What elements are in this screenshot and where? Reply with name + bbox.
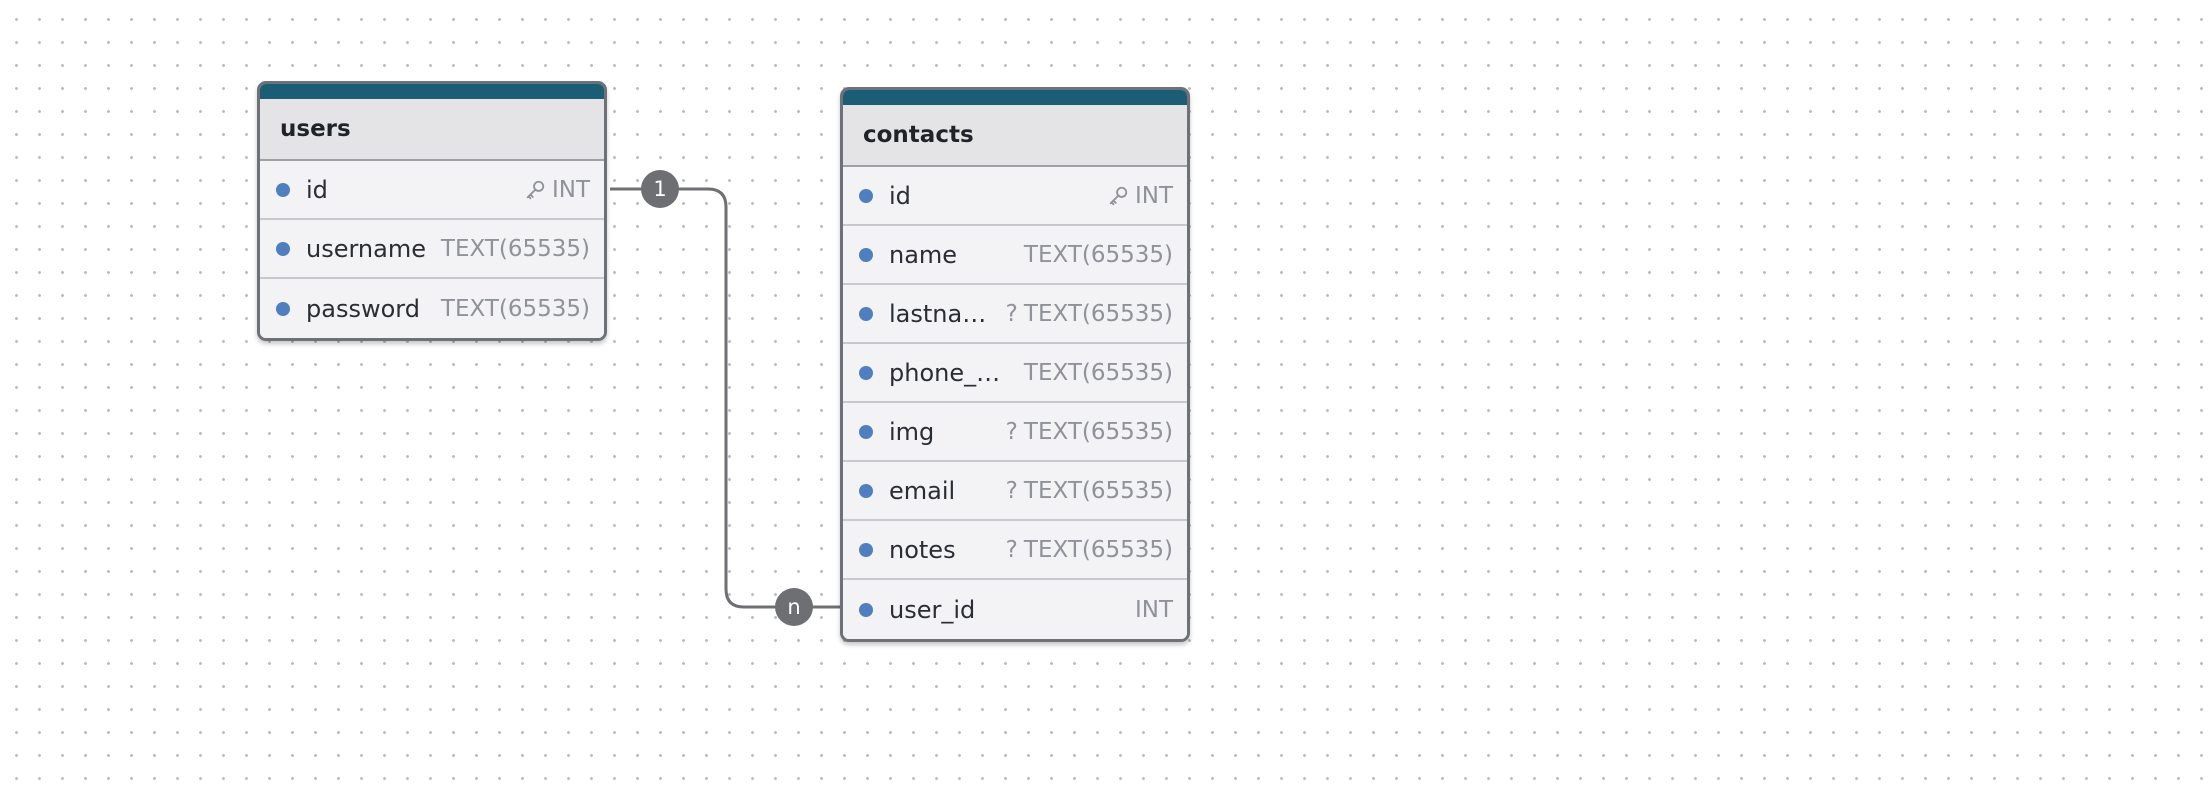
- field-name: username: [306, 234, 426, 263]
- field-row-name[interactable]: name TEXT(65535): [843, 226, 1187, 285]
- dot-icon: [276, 301, 290, 316]
- dot-icon: [859, 424, 873, 439]
- field-name: id: [306, 175, 328, 204]
- dot-icon: [859, 483, 873, 498]
- field-type-group: TEXT(65535): [441, 236, 590, 262]
- field-name: img: [889, 417, 935, 446]
- table-title: users: [280, 116, 351, 142]
- field-type: INT: [551, 176, 590, 203]
- key-icon: [526, 180, 545, 199]
- table-contacts[interactable]: contacts id INT name TEXT(65535) lastnam…: [840, 87, 1190, 642]
- nullable-marker: ?: [1005, 477, 1018, 504]
- field-row-password[interactable]: password TEXT(65535): [260, 279, 604, 338]
- dot-icon: [276, 182, 290, 197]
- field-type: TEXT(65535): [1023, 359, 1173, 386]
- field-row-id[interactable]: id INT: [843, 167, 1187, 226]
- cardinality-badge-one: 1: [641, 170, 679, 208]
- field-row-phone-number[interactable]: phone_nu... TEXT(65535): [843, 344, 1187, 403]
- dot-icon: [276, 241, 290, 256]
- field-type: INT: [1134, 596, 1173, 623]
- field-type-group: INT: [524, 177, 590, 203]
- field-row-email[interactable]: email ? TEXT(65535): [843, 462, 1187, 521]
- field-row-username[interactable]: username TEXT(65535): [260, 220, 604, 279]
- field-name: lastname: [889, 299, 996, 328]
- dot-icon: [859, 542, 873, 557]
- field-name: email: [889, 476, 956, 505]
- table-users[interactable]: users id INT username TEXT(65535) passwo…: [257, 81, 607, 341]
- field-type-group: INT: [1107, 183, 1173, 209]
- table-accent-bar: [260, 84, 604, 99]
- field-type: TEXT(65535): [1023, 241, 1173, 268]
- field-type: TEXT(65535): [440, 235, 590, 262]
- field-name: name: [889, 240, 958, 269]
- table-accent-bar: [843, 90, 1187, 105]
- table-title: contacts: [863, 122, 974, 148]
- field-type-group: ? TEXT(65535): [1006, 478, 1173, 504]
- field-name: user_id: [889, 595, 976, 624]
- relationship-line[interactable]: [610, 187, 840, 609]
- field-type: TEXT(65535): [440, 295, 590, 322]
- nullable-marker: ?: [1005, 300, 1018, 327]
- dot-icon: [859, 188, 873, 203]
- field-type-group: ? TEXT(65535): [1006, 419, 1173, 445]
- nullable-marker: ?: [1005, 418, 1018, 445]
- field-name: id: [889, 181, 911, 210]
- field-name: phone_nu...: [889, 358, 1014, 387]
- field-row-user-id[interactable]: user_id INT: [843, 580, 1187, 639]
- field-type-group: INT: [1135, 597, 1173, 623]
- field-type: INT: [1134, 182, 1173, 209]
- field-type-group: TEXT(65535): [1024, 242, 1173, 268]
- field-row-lastname[interactable]: lastname ? TEXT(65535): [843, 285, 1187, 344]
- field-type: TEXT(65535): [1023, 477, 1173, 504]
- field-type: TEXT(65535): [1023, 418, 1173, 445]
- field-row-notes[interactable]: notes ? TEXT(65535): [843, 521, 1187, 580]
- field-row-id[interactable]: id INT: [260, 161, 604, 220]
- field-type-group: TEXT(65535): [1024, 360, 1173, 386]
- cardinality-badge-many: n: [775, 588, 813, 626]
- field-row-img[interactable]: img ? TEXT(65535): [843, 403, 1187, 462]
- field-type-group: ? TEXT(65535): [1006, 537, 1173, 563]
- table-header[interactable]: users: [260, 99, 604, 161]
- field-name: notes: [889, 535, 956, 564]
- nullable-marker: ?: [1005, 536, 1018, 563]
- dot-icon: [859, 247, 873, 262]
- field-type: TEXT(65535): [1023, 300, 1173, 327]
- dot-icon: [859, 365, 873, 380]
- dot-icon: [859, 306, 873, 321]
- field-type-group: TEXT(65535): [441, 296, 590, 322]
- dot-icon: [859, 602, 873, 617]
- table-header[interactable]: contacts: [843, 105, 1187, 167]
- field-type: TEXT(65535): [1023, 536, 1173, 563]
- field-type-group: ? TEXT(65535): [1006, 301, 1173, 327]
- key-icon: [1109, 186, 1128, 205]
- field-name: password: [306, 294, 420, 323]
